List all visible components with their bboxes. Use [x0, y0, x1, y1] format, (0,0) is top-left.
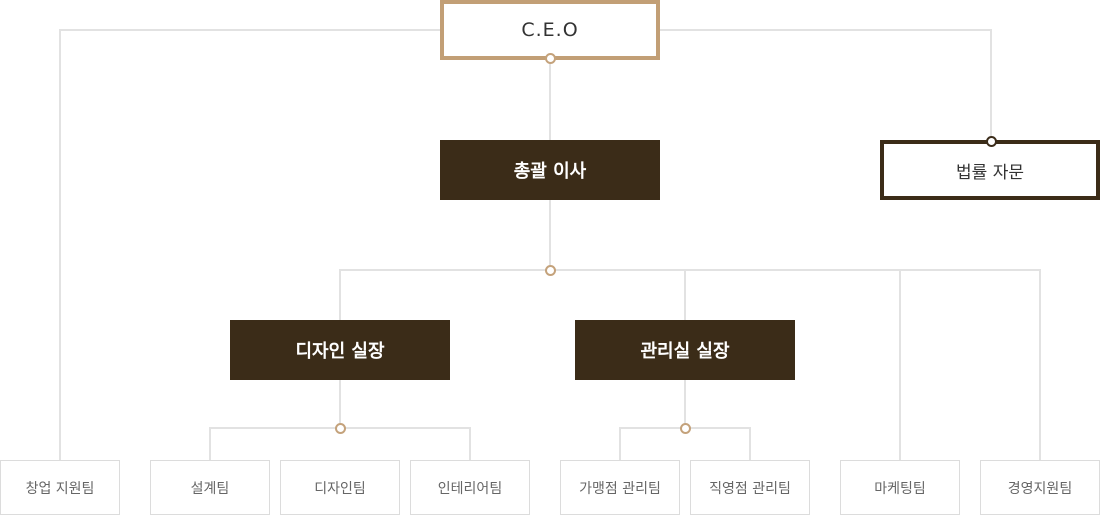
gm-box: 총괄 이사 — [440, 140, 660, 200]
connector-horizontal-main — [340, 269, 1041, 271]
connector-support — [1039, 269, 1041, 461]
connector-legal-vertical — [990, 29, 992, 141]
connector-design-down — [339, 380, 341, 428]
junction-dot-ceo — [545, 53, 556, 64]
team-startup: 창업 지원팀 — [0, 460, 120, 515]
connector-gm-down — [549, 200, 551, 270]
ceo-box: C.E.O — [440, 0, 660, 60]
junction-dot-gm — [545, 265, 556, 276]
mgmt-head-box: 관리실 실장 — [575, 320, 795, 380]
team-franchise: 가맹점 관리팀 — [560, 460, 680, 515]
connector-franchise — [619, 427, 621, 461]
connector-interior — [469, 427, 471, 461]
connector-ceo-gm — [549, 60, 551, 140]
junction-dot-design — [335, 423, 346, 434]
team-design-plan: 설계팀 — [150, 460, 270, 515]
connector-ceo-left — [60, 29, 440, 31]
connector-design-head — [339, 269, 341, 320]
connector-design-plan — [209, 427, 211, 461]
connector-ceo-right — [660, 29, 991, 31]
connector-startup-vertical — [59, 29, 61, 461]
team-support: 경영지원팀 — [980, 460, 1100, 515]
team-marketing: 마케팅팀 — [840, 460, 960, 515]
connector-marketing — [899, 269, 901, 461]
team-design: 디자인팀 — [280, 460, 400, 515]
connector-direct — [749, 427, 751, 461]
junction-dot-mgmt — [680, 423, 691, 434]
junction-dot-legal — [986, 136, 997, 147]
connector-mgmt-head — [684, 269, 686, 320]
design-head-box: 디자인 실장 — [230, 320, 450, 380]
team-interior: 인테리어팀 — [410, 460, 530, 515]
team-direct: 직영점 관리팀 — [690, 460, 810, 515]
connector-mgmt-down — [684, 380, 686, 428]
legal-advisor-box: 법률 자문 — [880, 140, 1100, 200]
